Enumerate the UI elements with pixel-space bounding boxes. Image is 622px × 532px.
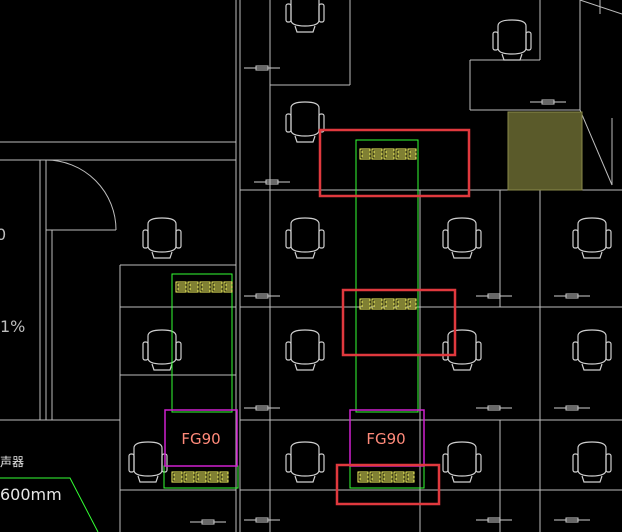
- dimension-label: 600mm: [0, 485, 62, 504]
- equipment-block: [507, 111, 583, 191]
- unit-label-center: FG90: [366, 430, 405, 448]
- highlight-boxes: [318, 128, 471, 506]
- partial-label-3: 声器: [0, 455, 24, 469]
- partial-label-1: 1%: [0, 317, 25, 336]
- partial-label-2: 0: [0, 225, 6, 244]
- highlight-top-vent[interactable]: [318, 128, 471, 198]
- highlight-middle-vent[interactable]: [341, 288, 457, 357]
- unit-label-left: FG90: [181, 430, 220, 448]
- dimension-leader: [0, 477, 99, 532]
- highlight-bottom-vent[interactable]: [335, 463, 441, 506]
